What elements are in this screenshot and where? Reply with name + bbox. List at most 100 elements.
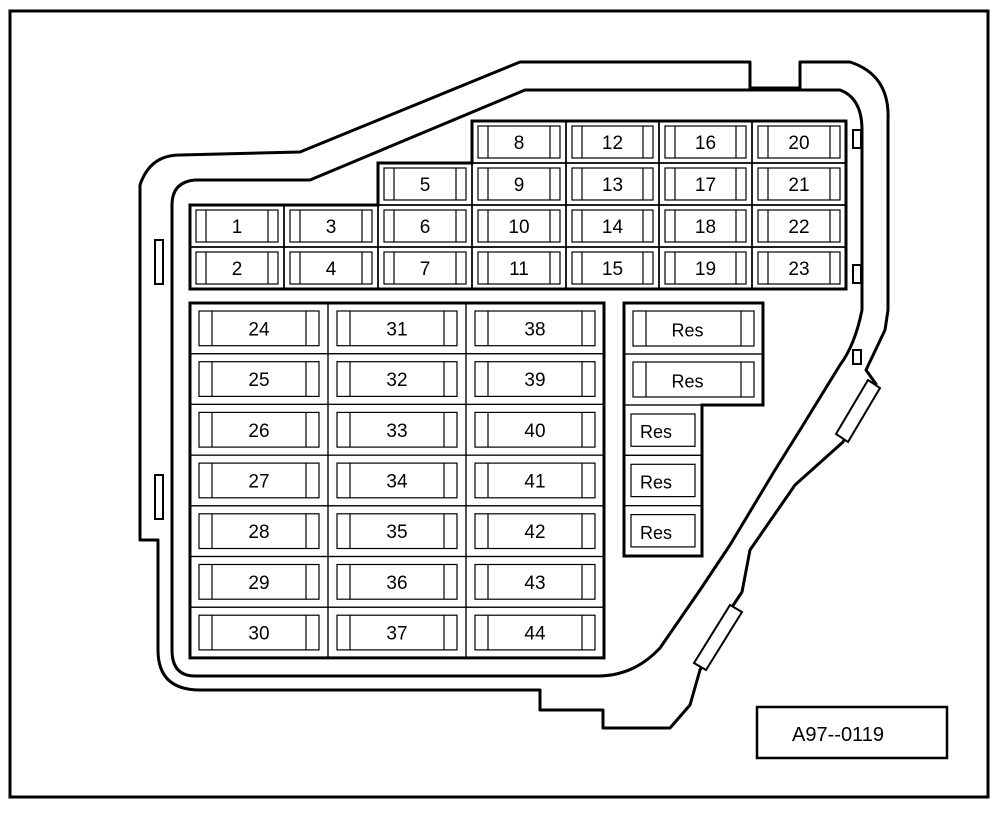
housing-tab — [852, 129, 862, 149]
fuse-slot — [195, 209, 279, 243]
fuse-slot — [571, 167, 654, 201]
reference-label: A97--0119 — [755, 705, 949, 760]
fuse-number: 32 — [386, 370, 407, 391]
fuse-number: 25 — [248, 370, 269, 391]
fuse-slot — [757, 209, 841, 243]
fuse-number: 1 — [232, 217, 243, 238]
fuse-slot — [198, 513, 320, 550]
fuse-number: 43 — [524, 573, 545, 594]
reference-label-box — [755, 705, 949, 760]
fuse-slot — [289, 251, 373, 285]
fuse-slot — [477, 209, 561, 243]
fuse-cell — [465, 606, 605, 659]
fuse-slot — [664, 251, 747, 285]
diagram-frame — [8, 9, 990, 799]
fuse-number: 2 — [232, 259, 243, 280]
fuse-slot — [336, 614, 458, 651]
fuse-number: 34 — [386, 471, 408, 492]
reserve-slot — [630, 513, 696, 548]
fuse-slot — [336, 462, 458, 499]
fuse-number: 29 — [248, 573, 269, 594]
reserve-slot — [630, 463, 696, 498]
fuse-number: 23 — [788, 259, 809, 280]
fuse-number: 14 — [602, 217, 624, 238]
fuse-number: 31 — [386, 319, 407, 340]
housing-tabs — [154, 129, 882, 672]
housing-tab — [834, 378, 882, 444]
fuse-slot — [571, 209, 654, 243]
fuse-number: 24 — [248, 319, 270, 340]
fuse-slot — [474, 411, 596, 448]
fuse-slot — [336, 513, 458, 550]
reserve-slot — [630, 413, 696, 447]
fuse-slot — [477, 167, 561, 201]
fuse-slot — [336, 563, 458, 600]
fuse-slot — [198, 310, 320, 347]
fuse-slot — [474, 361, 596, 398]
fuse-slot — [474, 513, 596, 550]
fuse-slot — [383, 167, 467, 201]
fuse-number: 39 — [524, 370, 545, 391]
fuse-number: 19 — [695, 259, 716, 280]
fuse-slot — [477, 251, 561, 285]
fuse-slot — [664, 167, 747, 201]
fuse-slot — [571, 251, 654, 285]
fuse-number: 16 — [695, 133, 716, 154]
fuse-number: 18 — [695, 217, 716, 238]
fuse-number: 35 — [386, 522, 407, 543]
housing-tab — [154, 474, 164, 520]
fuse-number: 3 — [326, 217, 337, 238]
fuse-slot — [289, 209, 373, 243]
fuse-number: 26 — [248, 421, 269, 442]
fuse-number: 38 — [524, 319, 545, 340]
reserve-slot — [632, 361, 755, 398]
fuse-slot — [474, 310, 596, 347]
reserve-label: Res — [671, 321, 703, 341]
fuse-slot — [198, 411, 320, 448]
fuse-number: 33 — [386, 421, 407, 442]
fuse-number: 30 — [248, 624, 269, 645]
housing-tab — [692, 603, 744, 672]
fuse-slot — [477, 125, 561, 159]
fuse-slot — [474, 563, 596, 600]
fuse-slot — [383, 209, 467, 243]
fuse-slot — [474, 462, 596, 499]
reference-code-text: A97--0119 — [792, 724, 884, 746]
fuse-slot — [757, 251, 841, 285]
fuse-number: 36 — [386, 573, 407, 594]
fuse-slot — [757, 167, 841, 201]
housing-tab — [154, 239, 164, 285]
fuse-number: 5 — [420, 175, 431, 196]
fuse-slot — [198, 563, 320, 600]
housing-outer-outline — [138, 60, 890, 730]
fuse-cell — [751, 246, 847, 290]
fuse-number: 17 — [695, 175, 716, 196]
housing-tab — [852, 349, 862, 365]
fuse-number: 9 — [514, 175, 525, 196]
fuse-number: 13 — [602, 175, 623, 196]
fuse-number: 4 — [326, 259, 337, 280]
fuse-slot — [198, 361, 320, 398]
reserve-cell — [623, 505, 703, 557]
fuse-number: 22 — [788, 217, 809, 238]
fuse-number: 41 — [524, 471, 545, 492]
reserve-label: Res — [640, 472, 672, 492]
reserve-label: Res — [671, 372, 703, 392]
fuse-number: 37 — [386, 624, 407, 645]
fuse-number: 6 — [420, 217, 431, 238]
housing-tab — [852, 264, 862, 284]
lower-fuse-block: 2425262728293031323334353637383940414243… — [188, 301, 606, 660]
fuse-slot — [336, 411, 458, 448]
fuse-number: 10 — [508, 217, 529, 238]
fuse-slot — [757, 125, 841, 159]
fuse-slot — [198, 614, 320, 651]
fuse-number: 42 — [524, 522, 545, 543]
reserve-slot — [632, 310, 755, 347]
fuse-number: 15 — [602, 259, 623, 280]
fuse-slot — [571, 125, 654, 159]
fuse-number: 8 — [514, 133, 525, 154]
